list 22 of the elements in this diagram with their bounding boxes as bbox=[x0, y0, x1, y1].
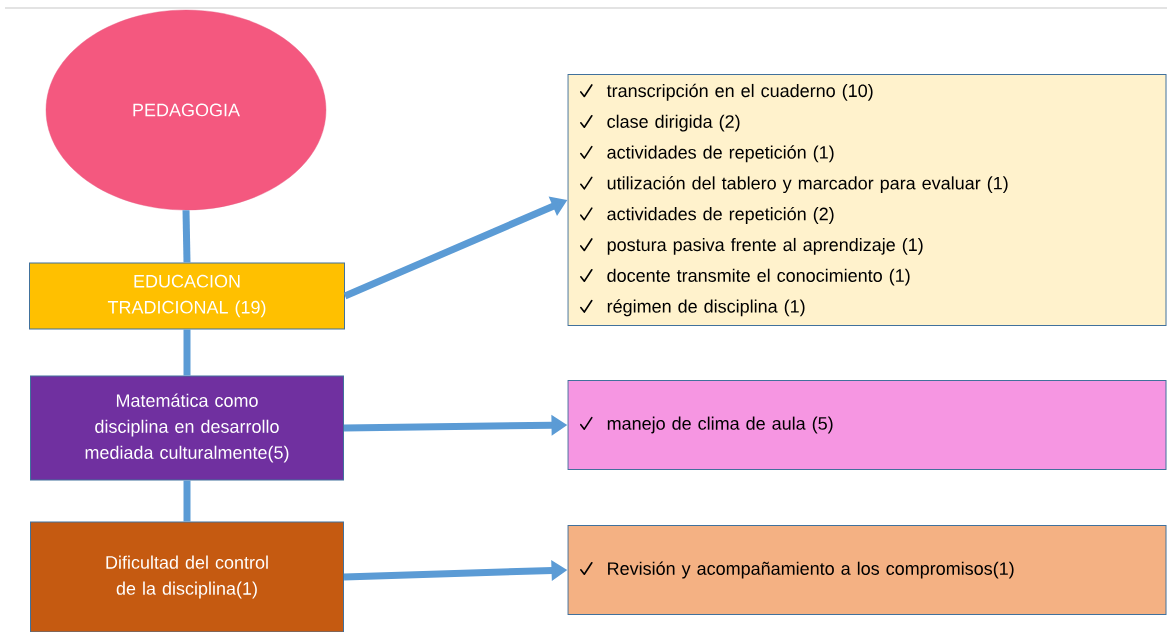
node-label: EDUCACION TRADICIONAL (19) bbox=[107, 274, 266, 318]
connector-line bbox=[183, 329, 191, 376]
list-item: utilización del tablero y marcador para evaluar (1) bbox=[607, 176, 1008, 194]
list-box bbox=[567, 380, 1167, 470]
ellipse-node bbox=[45, 9, 327, 211]
category-box bbox=[29, 262, 345, 330]
node-label: PEDAGOGIA bbox=[133, 103, 240, 117]
list-item: actividades de repetición (1) bbox=[607, 145, 834, 163]
list-item: postura pasiva frente al aprendizaje (1) bbox=[607, 237, 923, 255]
list-box bbox=[567, 525, 1167, 615]
list-item: Revisión y acompañamiento a los compromisos(1) bbox=[608, 561, 1014, 579]
node-label: Matemática como disciplina en desarrollo mediada culturalmente(5) bbox=[85, 393, 289, 463]
list-item: docente transmite el conocimiento (1) bbox=[607, 268, 910, 286]
category-box bbox=[30, 375, 344, 481]
list-item: actividades de repetición (2) bbox=[607, 206, 834, 224]
category-box bbox=[30, 521, 344, 632]
list-item: manejo de clima de aula (5) bbox=[607, 416, 833, 434]
node-label: Dificultad del control de la disciplina(1) bbox=[106, 555, 268, 599]
list-box bbox=[567, 74, 1167, 326]
list-item: transcripción en el cuaderno (10) bbox=[606, 83, 873, 101]
list-item: clase dirigida (2) bbox=[607, 114, 740, 132]
list-item: régimen de disciplina (1) bbox=[607, 299, 805, 317]
